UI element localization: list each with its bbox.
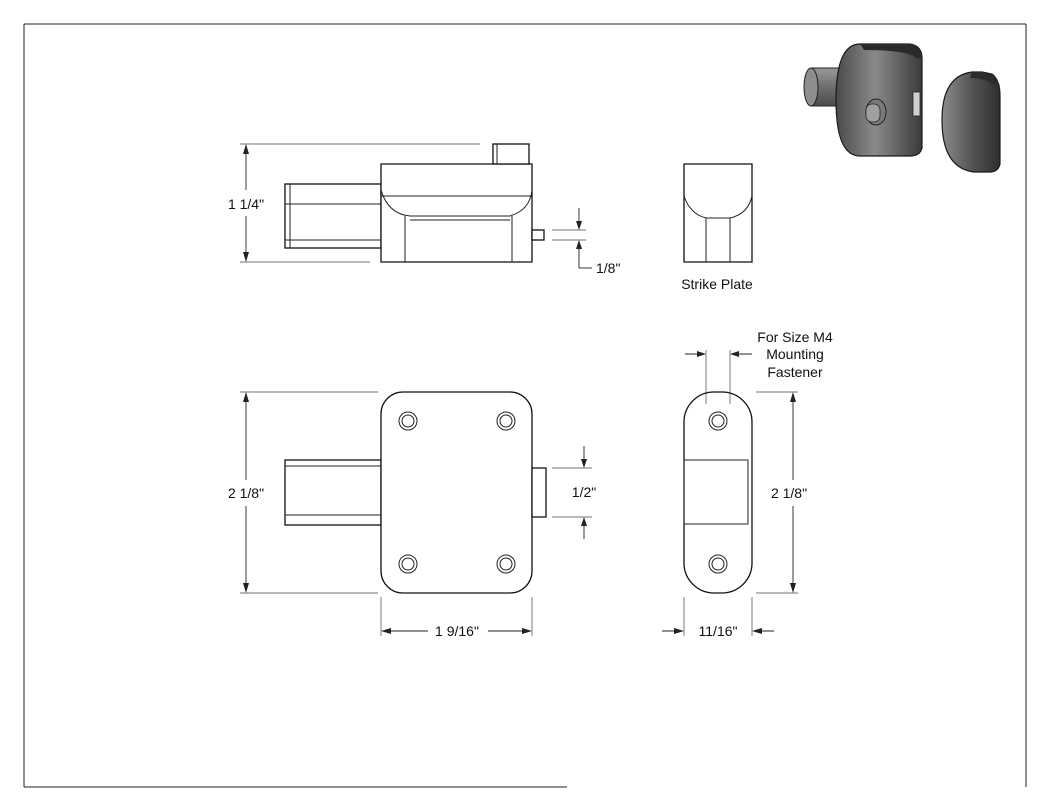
fastener-label-line2: Mounting xyxy=(766,346,824,362)
front-view: 2 1/8" 1/2" 1 9/16" xyxy=(228,391,596,639)
strike-hole-icon xyxy=(708,554,728,574)
front-width-dimension: 1 9/16" xyxy=(380,597,533,639)
side-view-bolt-tip xyxy=(531,229,545,241)
side-view-bolt xyxy=(284,183,382,249)
mount-hole-icon xyxy=(398,411,418,431)
strike-height-dimension: 2 1/8" xyxy=(756,391,807,594)
render-strike-plate xyxy=(941,71,1001,173)
side-height-dimension: 1 1/4" xyxy=(228,143,480,263)
strike-height-label: 2 1/8" xyxy=(771,485,807,501)
fastener-callout: For Size M4 Mounting Fastener xyxy=(685,329,833,404)
side-height-label: 1 1/4" xyxy=(228,196,264,212)
strike-plate-label: Strike Plate xyxy=(681,276,753,292)
mount-hole-icon xyxy=(496,411,516,431)
side-view: 1 1/4" 1/8" xyxy=(228,143,620,276)
front-view-bolt xyxy=(284,459,382,526)
sheet-border xyxy=(23,23,1027,788)
front-view-plate xyxy=(380,391,533,594)
bolt-projection-label: 1/8" xyxy=(596,260,620,276)
fastener-label-line3: Fastener xyxy=(767,364,823,380)
side-view-housing xyxy=(380,163,533,263)
bolt-projection-dimension: 1/8" xyxy=(552,208,620,276)
strike-width-label: 11/16" xyxy=(699,623,738,639)
strike-hole-icon xyxy=(708,411,728,431)
isometric-render xyxy=(803,43,1001,173)
strike-plate-front-view: For Size M4 Mounting Fastener 2 1/8" 11/… xyxy=(662,329,833,639)
front-view-bolt-tip xyxy=(531,467,547,518)
bolt-width-dimension: 1/2" xyxy=(552,446,596,539)
side-view-knob xyxy=(492,143,530,165)
front-width-label: 1 9/16" xyxy=(435,623,479,639)
strike-plate-side-view: Strike Plate xyxy=(681,163,753,292)
strike-width-dimension: 11/16" xyxy=(662,597,774,639)
mount-hole-icon xyxy=(398,554,418,574)
render-latch-body xyxy=(835,43,923,157)
front-height-dimension: 2 1/8" xyxy=(228,391,378,594)
front-height-label: 2 1/8" xyxy=(228,485,264,501)
fastener-label-line1: For Size M4 xyxy=(757,329,833,345)
bolt-width-label: 1/2" xyxy=(572,484,596,500)
mount-hole-icon xyxy=(496,554,516,574)
